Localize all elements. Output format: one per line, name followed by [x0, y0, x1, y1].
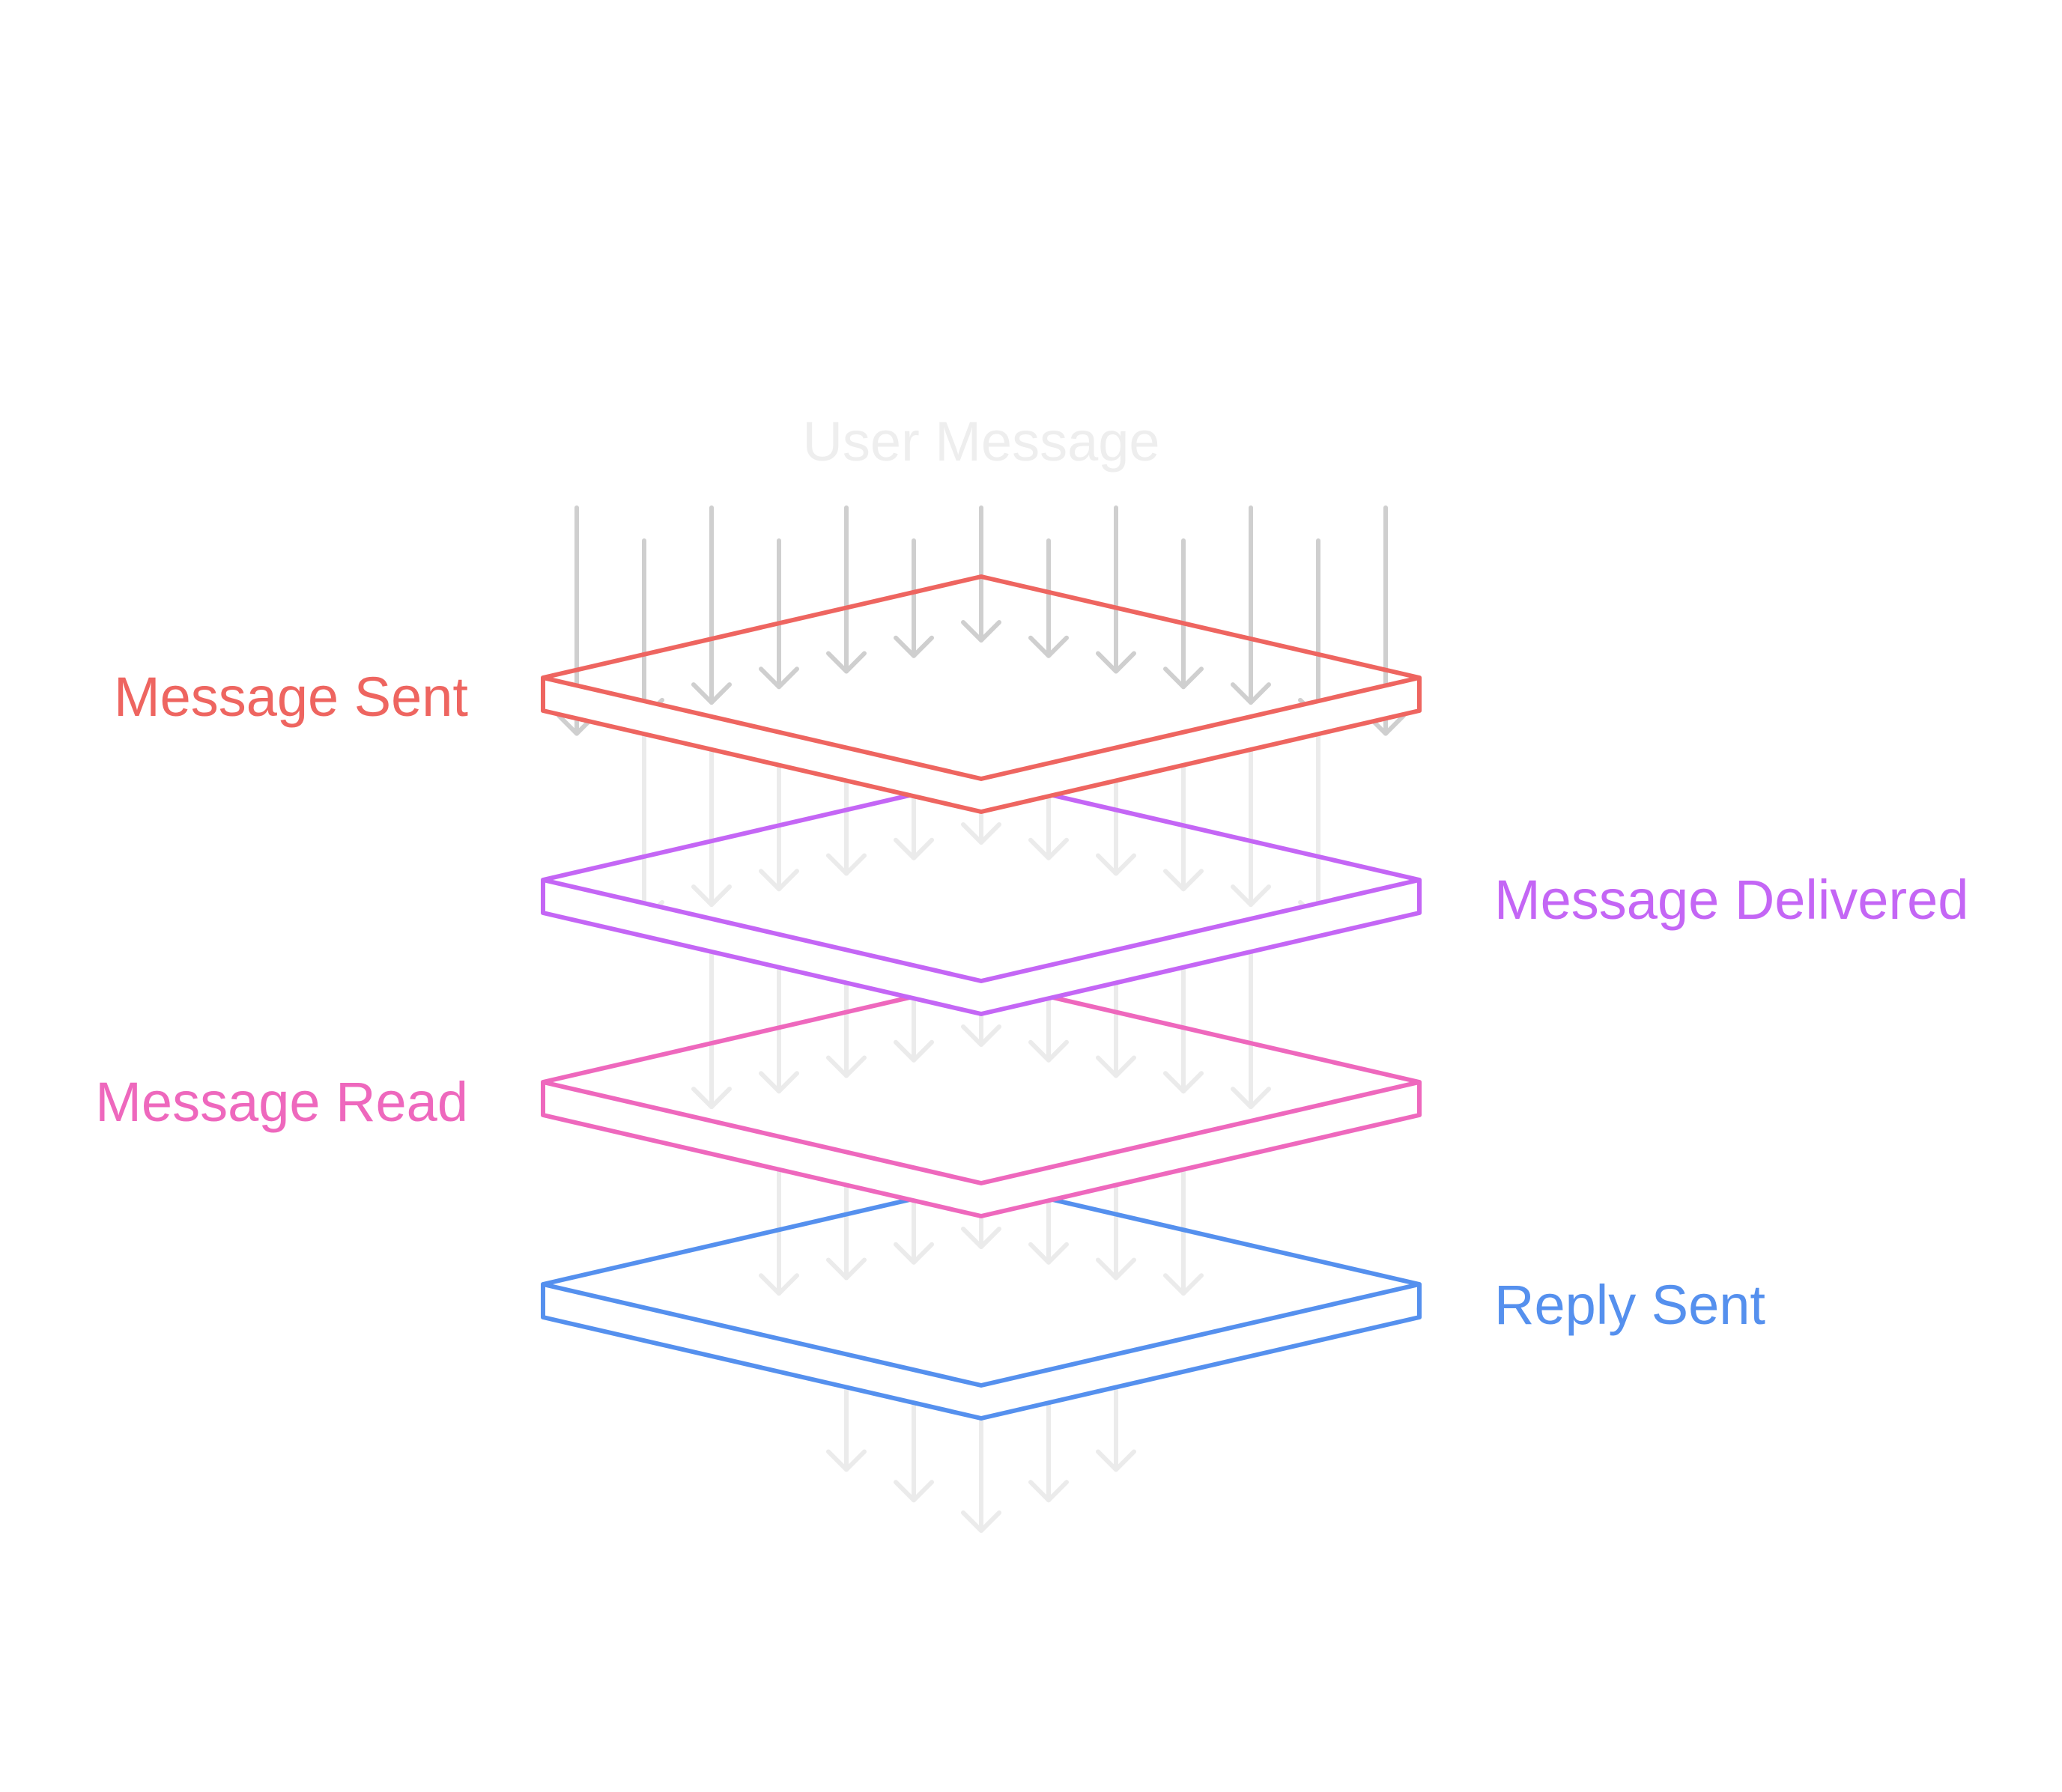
- layer-label-reply-sent: Reply Sent: [1494, 1274, 1765, 1336]
- layer-label-message-sent: Message Sent: [114, 666, 468, 728]
- incoming-arrow: [1298, 538, 1338, 720]
- layer-label-message-read: Message Read: [95, 1071, 468, 1133]
- incoming-arrow: [826, 505, 867, 674]
- layer-group: [541, 574, 1422, 1421]
- incoming-arrow: [1096, 505, 1136, 674]
- incoming-arrow: [1028, 538, 1069, 658]
- incoming-arrow: [1163, 538, 1204, 690]
- layer-slab: [541, 1181, 1422, 1421]
- incoming-arrow: [894, 538, 934, 658]
- incoming-arrow: [691, 505, 732, 705]
- diagram-title: User Message: [802, 410, 1159, 473]
- layer-slab: [541, 777, 1422, 1016]
- layer-label-message-delivered: Message Delivered: [1494, 869, 1968, 931]
- incoming-arrow: [759, 538, 799, 690]
- incoming-arrow: [961, 505, 1001, 643]
- incoming-arrow: [1231, 505, 1271, 705]
- layer-slab: [541, 574, 1422, 814]
- arrow-group: [557, 505, 1406, 1533]
- layer-slab: [541, 979, 1422, 1218]
- incoming-arrow: [624, 538, 664, 720]
